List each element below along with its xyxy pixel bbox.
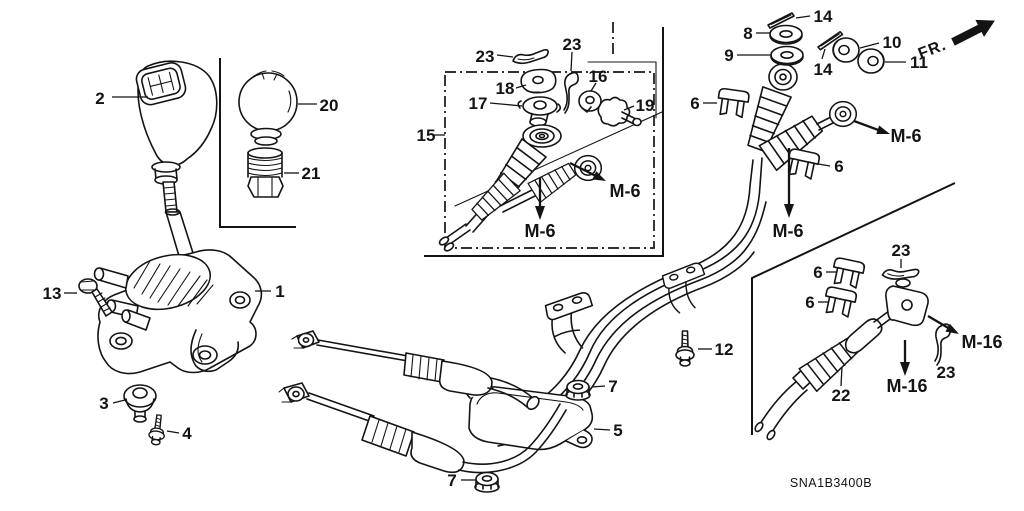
- callout-6-b: 6: [834, 157, 843, 176]
- part-9-washer: [770, 45, 804, 66]
- callout-6-c: 6: [813, 263, 822, 282]
- part-6-clip-b: [784, 147, 821, 181]
- part-7-nut-upper: [565, 379, 591, 401]
- callout-19: 19: [636, 96, 655, 115]
- part-1-lever-shaft: [162, 181, 194, 257]
- callout-18: 18: [496, 79, 515, 98]
- fr-direction-arrow: [951, 19, 995, 46]
- callout-21: 21: [302, 164, 321, 183]
- callout-9: 9: [724, 46, 733, 65]
- callout-6-d: 6: [805, 293, 814, 312]
- callout-1: 1: [275, 282, 284, 301]
- part-cable-eye: [522, 124, 562, 148]
- callout-7-b: 7: [447, 471, 456, 490]
- callout-17: 17: [469, 94, 488, 113]
- right-cable-upper-assembly: [741, 63, 858, 172]
- callout-8: 8: [743, 24, 752, 43]
- leader-lines: [64, 15, 906, 481]
- callout-23-b: 23: [563, 35, 582, 54]
- torque-m16-a: M-16: [961, 332, 1002, 352]
- part-code: SNA1B3400B: [790, 476, 872, 490]
- callout-23-d: 23: [937, 363, 956, 382]
- part-2-shift-knob: [135, 60, 218, 185]
- callout-23-a: 23: [476, 47, 495, 66]
- torque-m16-b: M-16: [886, 376, 927, 396]
- callout-2: 2: [95, 89, 104, 108]
- callout-15: 15: [417, 126, 436, 145]
- callout-5: 5: [613, 421, 622, 440]
- part-1-shifter-base-assembly: [93, 249, 263, 375]
- callout-13: 13: [43, 284, 62, 303]
- cable-end-lower-left: [278, 382, 567, 474]
- part-6-clip-c: [829, 256, 866, 290]
- torque-m6-c: M-6: [891, 126, 922, 146]
- cable-clamp-bracket-b: [661, 262, 706, 314]
- cable-end-upper-left: [291, 330, 540, 411]
- callout-7-a: 7: [608, 377, 617, 396]
- callout-11: 11: [910, 53, 928, 72]
- part-7-nut-lower: [474, 471, 500, 493]
- callout-6-a: 6: [690, 94, 699, 113]
- callout-14-b: 14: [814, 60, 833, 79]
- callout-3: 3: [99, 394, 108, 413]
- callout-23-c: 23: [892, 241, 911, 260]
- callout-labels: 2 20 21 23 23 18 17 16 19 15 M-6 M-6 14 …: [43, 7, 1003, 490]
- part-21-knob-adapter: [247, 147, 284, 198]
- part-8-washer: [769, 24, 803, 45]
- callout-4: 4: [182, 424, 192, 443]
- torque-m6-b: M-6: [610, 181, 641, 201]
- part-13-bolt: [78, 278, 113, 317]
- torque-m6-d: M-6: [773, 221, 804, 241]
- part-16-grommet: [578, 90, 602, 113]
- cable-clamp-bracket-a: [544, 292, 594, 354]
- callout-20: 20: [320, 96, 339, 115]
- section-borders: [219, 22, 956, 435]
- part-4-bolt: [147, 413, 168, 447]
- detail-box-15: [444, 71, 655, 249]
- torque-arrows: [535, 119, 959, 376]
- part-19-knob: [597, 96, 642, 127]
- callout-12: 12: [715, 340, 734, 359]
- detail-box-15-assembly: [438, 68, 603, 252]
- part-23-pin-a: [512, 48, 549, 65]
- part-3-grommet: [123, 384, 157, 423]
- part-17-cap: [517, 96, 562, 133]
- m16-cable-assembly: [754, 278, 929, 441]
- part-11-grommet: [857, 48, 885, 74]
- part-23-pin-b: [563, 71, 579, 114]
- callout-22: 22: [832, 386, 851, 405]
- callout-14-a: 14: [814, 7, 833, 26]
- callout-16: 16: [589, 67, 608, 86]
- torque-m6-a: M-6: [525, 221, 556, 241]
- fr-label: FR.: [916, 37, 949, 63]
- part-12-bolt: [675, 330, 695, 367]
- part-18-cap: [520, 68, 557, 94]
- part-20-shift-knob: [238, 70, 298, 146]
- callout-10: 10: [883, 33, 902, 52]
- part-6-clip-a: [715, 87, 751, 119]
- part-10-grommet: [832, 37, 860, 63]
